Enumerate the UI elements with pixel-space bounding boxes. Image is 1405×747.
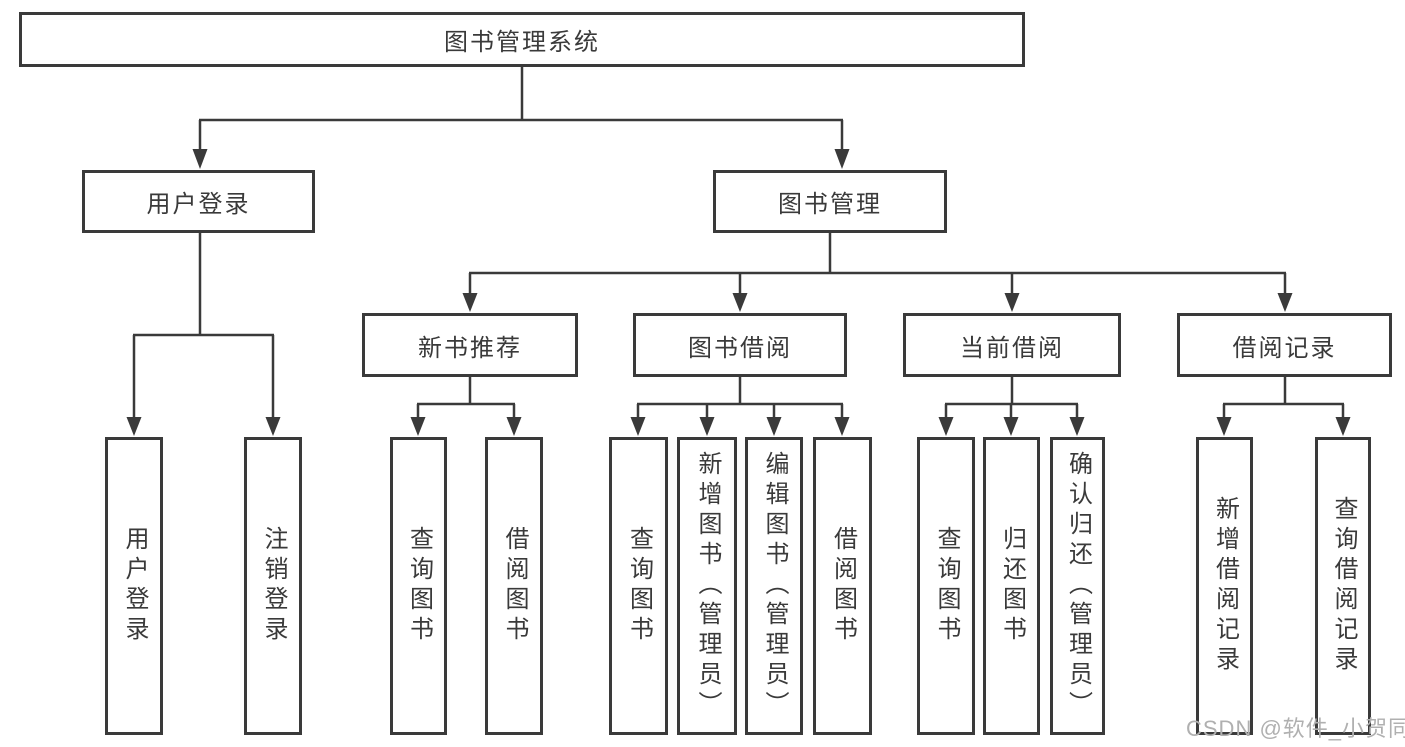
leaf-confirm-return-admin: 确认归还（管理员） <box>1050 437 1105 735</box>
watermark: CSDN @软件_小贺同学 <box>1186 716 1405 741</box>
node-label: 用户登录 <box>146 191 251 218</box>
node-label: 新书推荐 <box>418 334 522 362</box>
node-label: 图书借阅 <box>688 334 792 362</box>
leaf-query-books-current: 查询图书 <box>917 437 975 735</box>
node-label: 图书管理系统 <box>444 29 600 56</box>
leaf-edit-book-admin: 编辑图书（管理员） <box>745 437 803 735</box>
leaf-add-borrow-record: 新增借阅记录 <box>1196 437 1253 735</box>
node-label: 确认归还（管理员） <box>1064 451 1092 721</box>
node-label: 用户登录 <box>121 526 148 646</box>
leaf-return-book: 归还图书 <box>983 437 1040 735</box>
node-label: 借阅图书 <box>829 526 857 646</box>
node-label: 新增借阅记录 <box>1211 496 1239 676</box>
leaf-borrow-books-borrowing: 借阅图书 <box>813 437 872 735</box>
leaf-borrow-books-recommend: 借阅图书 <box>485 437 543 735</box>
leaf-logout-login: 注销登录 <box>244 437 302 735</box>
leaf-add-book-admin: 新增图书（管理员） <box>677 437 737 735</box>
node-book-borrowing: 图书借阅 <box>633 313 847 377</box>
node-label: 编辑图书（管理员） <box>761 451 788 721</box>
node-current-borrowing: 当前借阅 <box>903 313 1121 377</box>
node-label: 借阅记录 <box>1232 334 1337 362</box>
node-label: 归还图书 <box>998 526 1026 646</box>
node-label: 图书管理 <box>778 191 882 218</box>
node-user-login: 用户登录 <box>82 170 315 233</box>
node-label: 借阅图书 <box>501 526 528 646</box>
node-label: 查询图书 <box>405 526 433 646</box>
node-label: 当前借阅 <box>960 334 1064 362</box>
arrowheads <box>126 149 1351 436</box>
leaf-query-borrow-record: 查询借阅记录 <box>1315 437 1371 735</box>
node-book-management: 图书管理 <box>713 170 947 233</box>
node-new-book-recommend: 新书推荐 <box>362 313 578 377</box>
node-label: 查询图书 <box>625 526 653 646</box>
node-label: 查询借阅记录 <box>1330 496 1357 676</box>
leaf-user-login: 用户登录 <box>105 437 163 735</box>
connector-paths <box>132 67 1345 419</box>
node-label: 查询图书 <box>933 526 960 646</box>
leaf-query-books-recommend: 查询图书 <box>390 437 447 735</box>
node-root: 图书管理系统 <box>19 12 1025 67</box>
node-borrowing-records: 借阅记录 <box>1177 313 1392 377</box>
node-label: 新增图书（管理员） <box>694 451 721 721</box>
node-label: 注销登录 <box>260 526 287 646</box>
leaf-query-books-borrowing: 查询图书 <box>609 437 668 735</box>
